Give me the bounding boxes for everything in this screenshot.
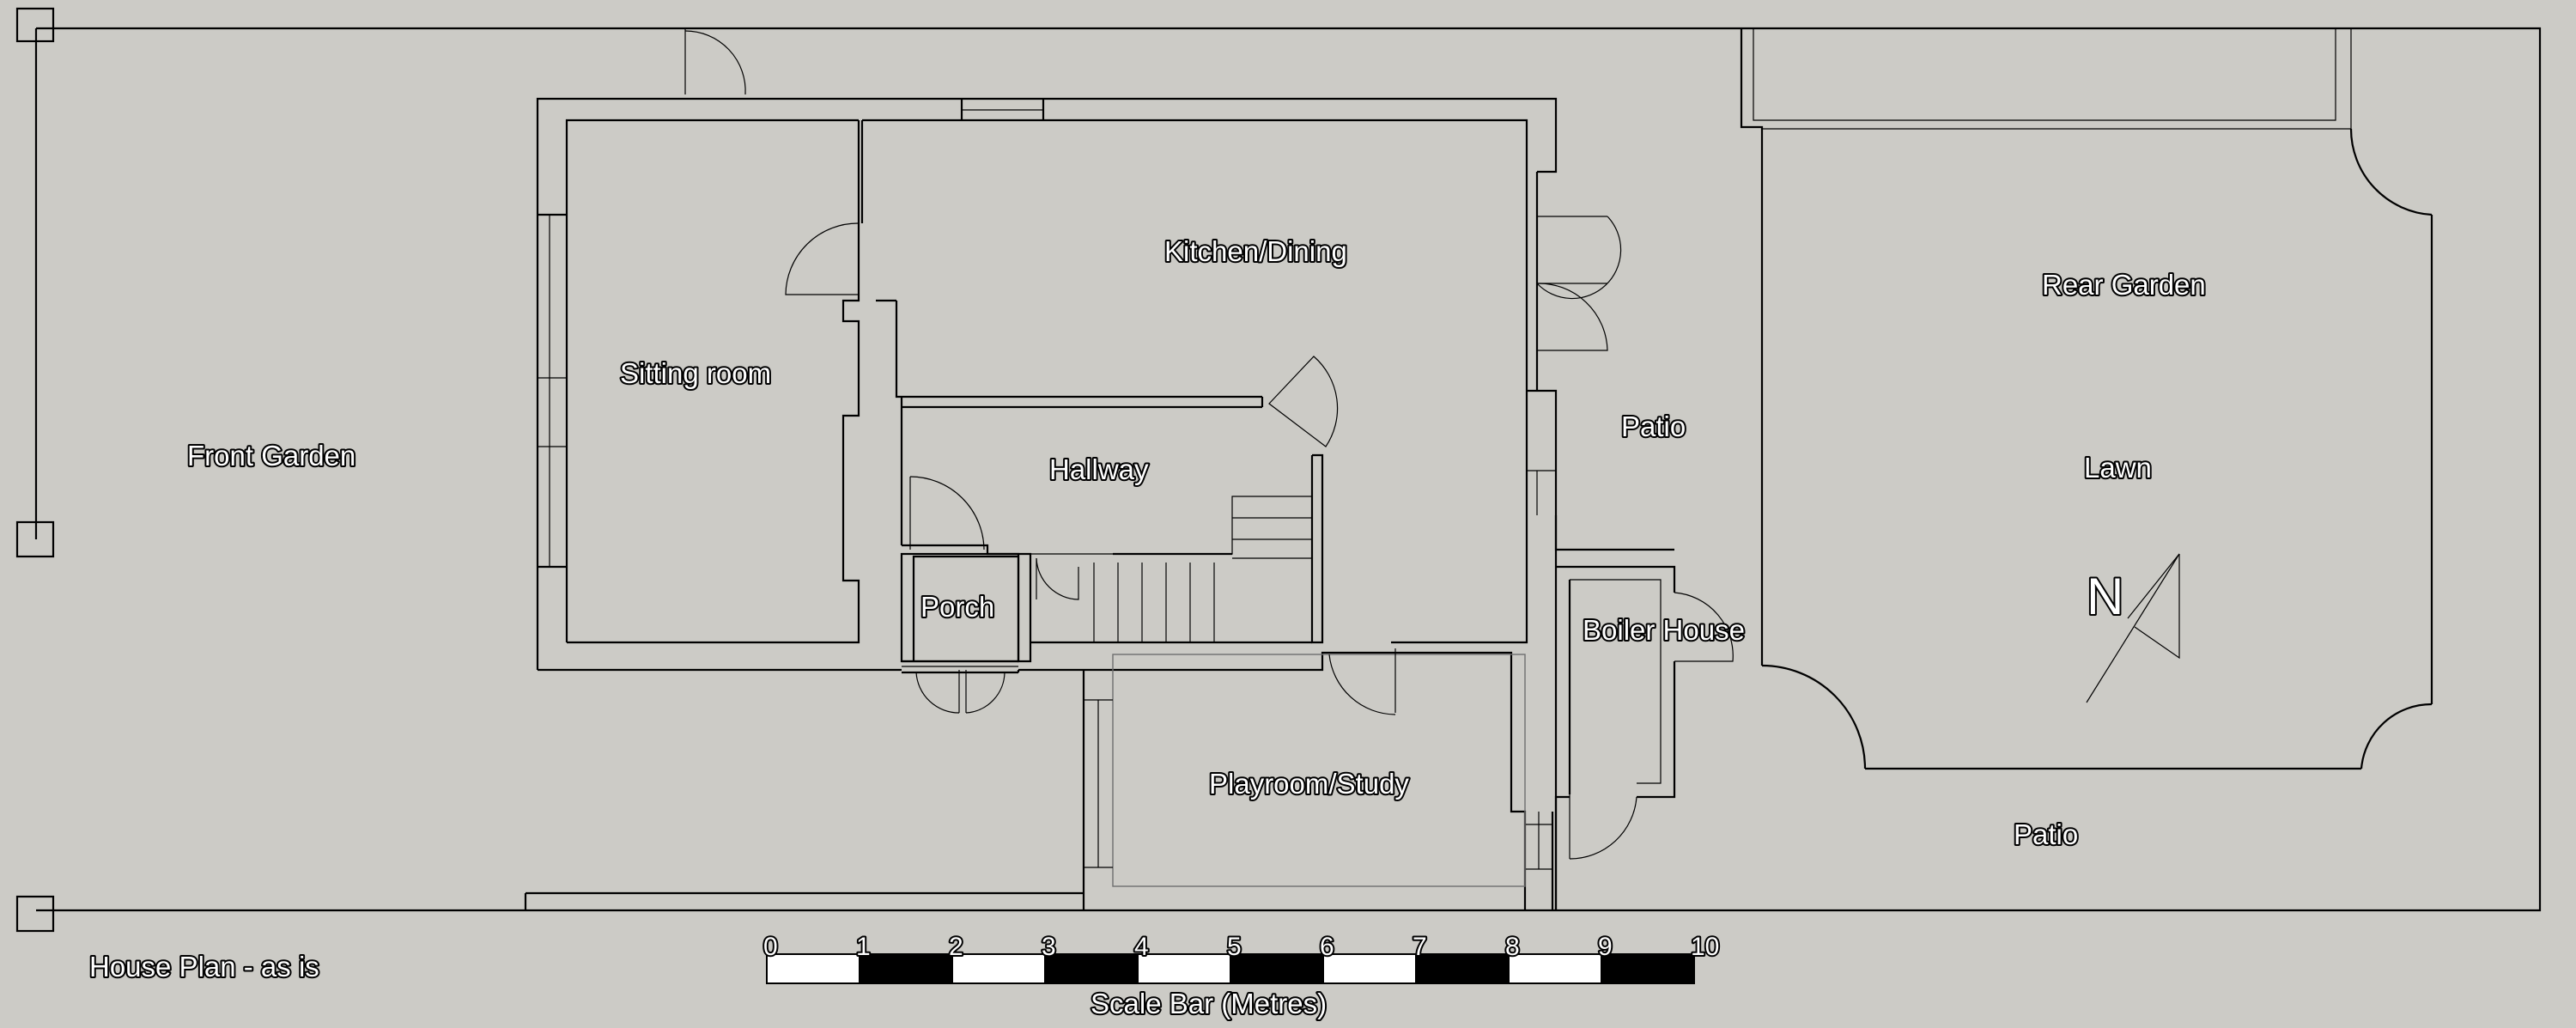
rear-garden-label: Rear Garden: [2042, 269, 2206, 301]
patio-upper-label: Patio: [1621, 411, 1686, 442]
scale-bar-tick-label: 4: [1134, 933, 1149, 961]
scale-bar-tick-label: 5: [1227, 933, 1242, 961]
sitting-room-label: Sitting room: [620, 357, 771, 389]
scale-bar: 0 1 2 3 4 5 6 7 8 9 10: [762, 931, 1721, 984]
doors: [785, 216, 1734, 860]
porch-label: Porch: [920, 591, 994, 623]
scale-bar-caption: Scale Bar (Metres): [1091, 988, 1327, 1019]
scale-bar-segment: [1137, 953, 1231, 984]
scale-bar-segment: [859, 953, 953, 984]
scale-bar-segment: [1601, 953, 1695, 984]
house-walls: [536, 97, 1674, 672]
scale-bar-tick-label: 7: [1413, 933, 1427, 961]
site-boundary: [15, 7, 2542, 933]
north-arrow-label: N: [2087, 568, 2123, 625]
hallway-label: Hallway: [1049, 453, 1149, 485]
boiler-house-walls: [1554, 550, 1676, 910]
scale-bar-tick-label: 8: [1505, 933, 1520, 961]
playroom-study-label: Playroom/Study: [1209, 768, 1409, 800]
patio-lower-label: Patio: [2014, 818, 2078, 850]
scale-bar-tick-label: 2: [949, 933, 963, 961]
scale-bar-tick-label: 1: [856, 933, 871, 961]
scale-bar-segment: [1322, 953, 1417, 984]
scale-bar-segment: [766, 953, 860, 984]
scale-bar-tick-label: 6: [1320, 933, 1334, 961]
scale-bar-segment: [1230, 953, 1324, 984]
north-arrow-icon: N: [2085, 553, 2180, 703]
staircase: [1030, 496, 1312, 644]
front-gate: [684, 28, 746, 95]
scale-bar-tick-label: 9: [1598, 933, 1613, 961]
boiler-house-label: Boiler House: [1583, 614, 1745, 646]
scale-bar-segment: [1508, 953, 1602, 984]
plan-title: House Plan - as is: [89, 951, 319, 982]
lawn-label: Lawn: [2084, 452, 2152, 484]
scale-bar-tick-label: 10: [1691, 933, 1719, 961]
scale-bar-segment: [1415, 953, 1510, 984]
playroom-walls: [524, 651, 1554, 910]
rear-garden: [1740, 28, 2433, 770]
scale-bar-tick-label: 3: [1042, 933, 1056, 961]
scale-bar-segment: [951, 953, 1046, 984]
porch-walls: [900, 544, 1084, 674]
front-garden-label: Front Garden: [187, 440, 355, 471]
scale-bar-segment: [1044, 953, 1139, 984]
scale-bar-tick-label: 0: [763, 933, 778, 961]
kitchen-dining-label: Kitchen/Dining: [1164, 235, 1347, 267]
